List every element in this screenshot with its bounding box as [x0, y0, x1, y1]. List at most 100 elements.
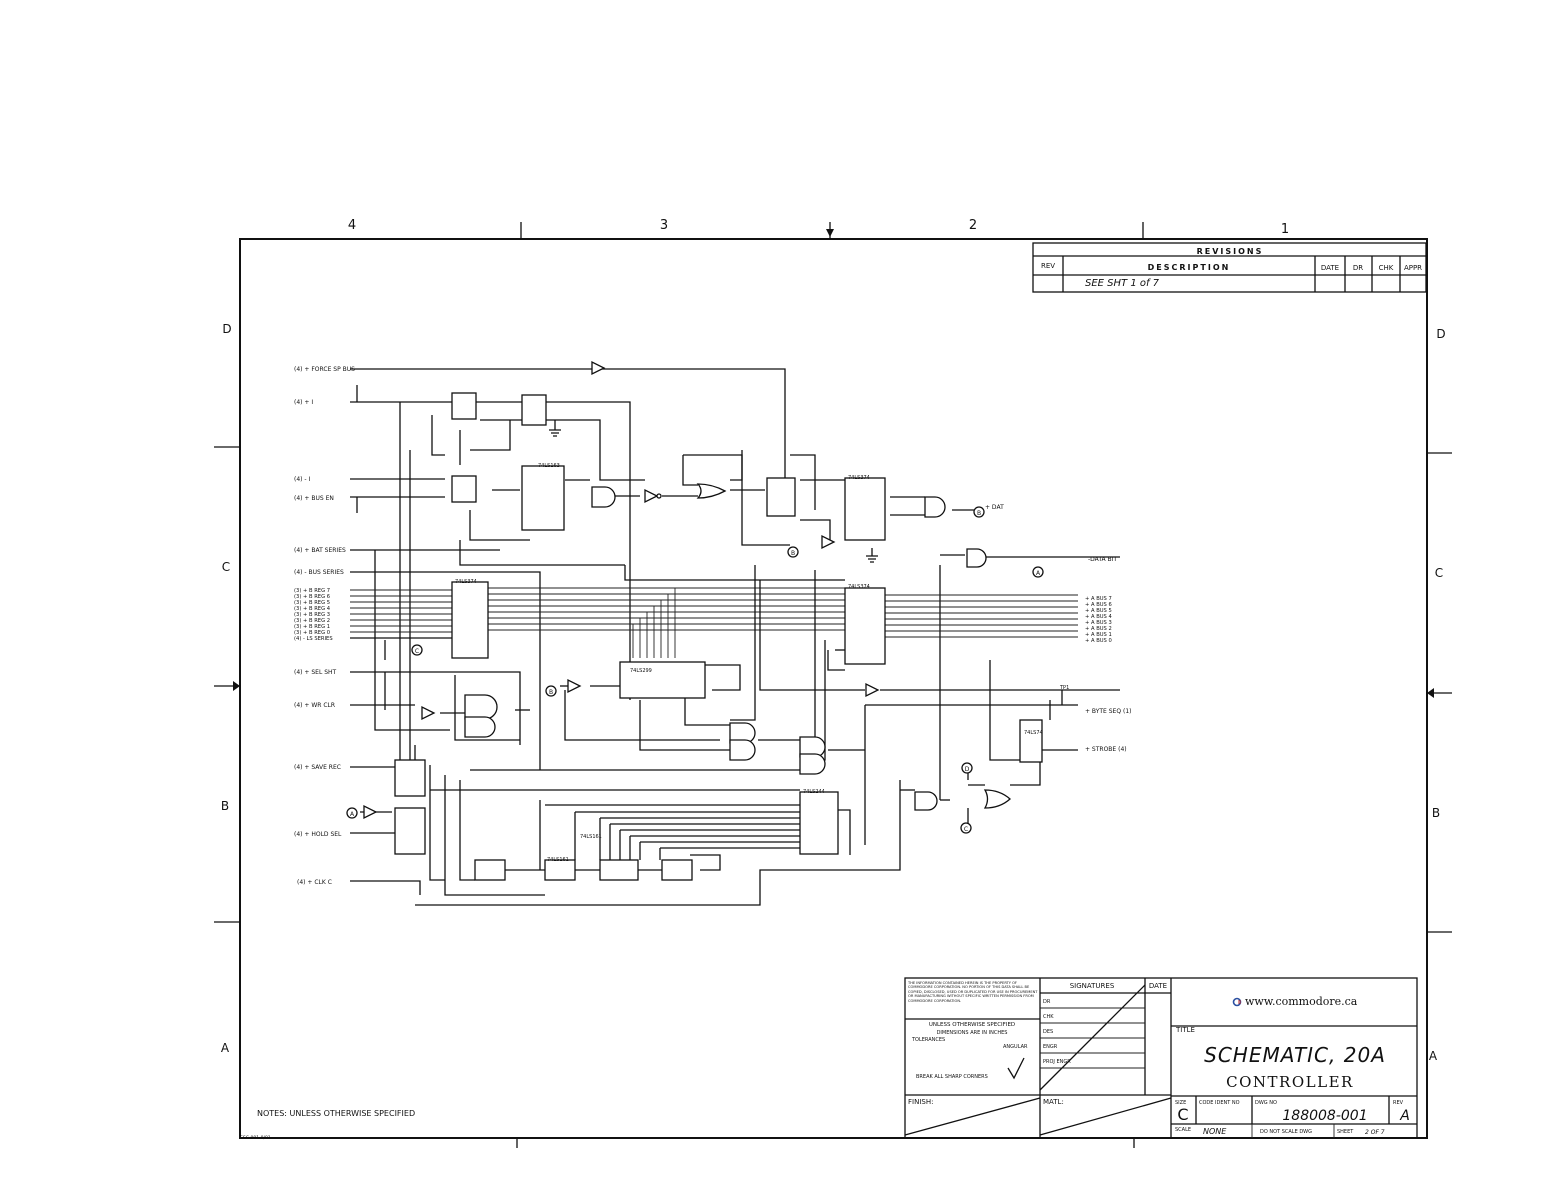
- out-a-bus-7: + A BUS 7: [1085, 596, 1112, 602]
- counter-u10g: [661, 859, 693, 881]
- sig-row-des: DES: [1043, 1029, 1053, 1035]
- tp1-label: TP1: [1059, 685, 1069, 691]
- size-value: C: [1177, 1105, 1188, 1124]
- check-mark-icon: [1007, 1057, 1025, 1080]
- signal-clk-c: (4) + CLK C: [297, 879, 332, 886]
- out-a-bus-6: + A BUS 6: [1085, 602, 1112, 608]
- chip-label-74ls74: 74LS74: [1024, 730, 1043, 736]
- date-header: DATE: [1321, 264, 1339, 272]
- drawing-subtitle: CONTROLLER: [1226, 1073, 1354, 1091]
- connector-c-left-label: C: [415, 648, 419, 655]
- register-left: [451, 581, 489, 659]
- out-dat: + DAT: [985, 504, 1004, 511]
- right-signal-labels: + DAT -DATA BIT + A BUS 7 + A BUS 6 + A …: [985, 504, 1131, 753]
- drawing-title: SCHEMATIC, 20A: [1204, 1043, 1386, 1067]
- notes-text: NOTES: UNLESS OTHERWISE SPECIFIED: [257, 1109, 415, 1118]
- signal-bus-en: (4) + BUS EN: [294, 495, 334, 502]
- signal-hold-sel: (4) + HOLD SEL: [294, 831, 342, 838]
- signal-b-reg-2: (3) + B REG 2: [294, 618, 330, 624]
- buffer-5h: [421, 705, 436, 721]
- chip-label-161-a: 74LS161: [547, 857, 569, 863]
- sheet-label: SHEET: [1337, 1129, 1354, 1135]
- signatures-header: SIGNATURES: [1070, 982, 1115, 990]
- signal-save-rec: (4) + SAVE REC: [294, 764, 341, 771]
- signal-b-reg-7: (3) + B REG 7: [294, 588, 330, 594]
- buffer-lower: [363, 804, 378, 820]
- counter-u4: [521, 465, 565, 531]
- zone-row-c-right: C: [1435, 566, 1443, 580]
- chip-label-244: 74LS244: [803, 789, 825, 795]
- signal-b-reg-6: (3) + B REG 6: [294, 594, 330, 600]
- connector-c-left: [411, 644, 423, 656]
- date-header: DATE: [1149, 982, 1167, 990]
- connector-b-right: [973, 506, 985, 518]
- signal-b-reg-4: (3) + B REG 4: [294, 606, 331, 612]
- nand-gate-5g-b: [464, 716, 496, 738]
- out-a-bus-0: + A BUS 0: [1085, 638, 1112, 644]
- counter-u10f: [599, 859, 639, 881]
- matl-label: MATL:: [1043, 1098, 1064, 1106]
- scale-value: NONE: [1203, 1127, 1227, 1136]
- nand-gate-4e: [591, 486, 616, 508]
- chip-label-299: 74LS299: [630, 668, 652, 674]
- chk-header: CHK: [1379, 264, 1394, 272]
- dims-in-inches: DIMENSIONS ARE IN INCHES: [937, 1030, 1008, 1036]
- or-gate-7f: [696, 483, 727, 499]
- signal-b-reg-5: (3) + B REG 5: [294, 600, 330, 606]
- nand-gate-7f: [914, 791, 938, 811]
- flipflop-u2: [521, 394, 547, 426]
- signal-b-reg-0: (3) + B REG 0: [294, 630, 330, 636]
- connector-b-top: [787, 546, 799, 558]
- appr-header: APPR: [1404, 264, 1422, 272]
- scale-label: SCALE: [1175, 1127, 1191, 1133]
- finish-label: FINISH:: [908, 1098, 933, 1106]
- signal-wr-clr: (4) + WR CLR: [294, 702, 335, 709]
- rev-label: REV: [1393, 1100, 1404, 1106]
- dr-header: DR: [1353, 264, 1363, 272]
- size-label: SIZE: [1175, 1100, 1186, 1106]
- out-a-bus-3: + A BUS 3: [1085, 620, 1112, 626]
- signal-sel: (4) + SEL SHT: [294, 669, 337, 676]
- signal-bus-series: (4) - BUS SERIES: [294, 569, 344, 576]
- connector-b-mid-label: B: [549, 689, 553, 696]
- title-block: THE INFORMATION CONTAINED HEREIN IS THE …: [904, 977, 1418, 1139]
- connector-a-right: [1032, 566, 1044, 578]
- or-gate-8e: [983, 789, 1011, 809]
- signal-ls-series: (4) - LS SERIES: [294, 636, 333, 642]
- chip-label-161-b: 74LS161: [580, 834, 602, 840]
- flipflop-u3: [451, 475, 477, 503]
- zone-row-d-left: D: [222, 322, 231, 336]
- out-a-bus-4: + A BUS 4: [1085, 614, 1112, 620]
- nand-gate-3d: [966, 548, 987, 568]
- title-label: TITLE: [1175, 1026, 1195, 1034]
- connector-a-left-label: A: [350, 811, 355, 818]
- website-text: www.commodore.ca: [1245, 995, 1358, 1008]
- chip-label-163: 74LS163: [538, 463, 560, 469]
- connector-c-bottom-label: C: [964, 826, 968, 833]
- out-a-bus-2: + A BUS 2: [1085, 626, 1112, 632]
- form-code: ESC-001-0/81: [240, 1135, 271, 1141]
- zone-col-1: 1: [1281, 222, 1289, 237]
- zone-row-a-right: A: [1429, 1049, 1438, 1063]
- sig-row-proj-engr: PROJ ENGR: [1043, 1059, 1071, 1065]
- out-a-bus-5: + A BUS 5: [1085, 608, 1112, 614]
- sig-row-dr: DR: [1043, 999, 1051, 1005]
- zone-row-b-right: B: [1432, 806, 1440, 820]
- flipflop-u3i: [394, 807, 426, 855]
- chip-label-74ls374-right: 74LS374: [848, 584, 870, 590]
- nand-gate-10j-d: [799, 753, 826, 775]
- buffer-u7f: [644, 488, 659, 504]
- out-byte-seq: + BYTE SEQ (1): [1085, 708, 1131, 715]
- signal-bat-series: (4) + BAT SERIES: [294, 547, 346, 554]
- chip-label-74ls374-top: 74LS374: [848, 475, 870, 481]
- nand-gate-4d: [924, 496, 946, 518]
- drawing-number: 188008-001: [1282, 1108, 1367, 1124]
- sig-row-chk: CHK: [1043, 1014, 1054, 1020]
- zone-row-a-left: A: [221, 1041, 230, 1055]
- dwg-no-label: DWG NO: [1255, 1100, 1277, 1106]
- revisions-block: REVISIONS REV DESCRIPTION DATE DR CHK AP…: [1032, 242, 1427, 293]
- out-a-bus-1: + A BUS 1: [1085, 632, 1112, 638]
- connector-b-top-label: B: [791, 550, 795, 557]
- flipflop-u1: [451, 392, 477, 420]
